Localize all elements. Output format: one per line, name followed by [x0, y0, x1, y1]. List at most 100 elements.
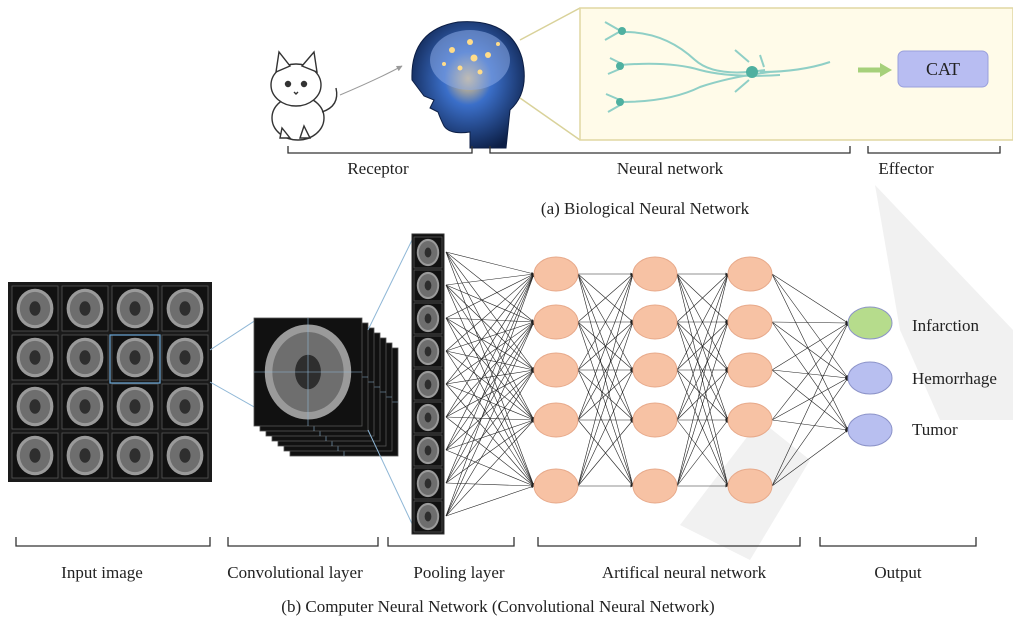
- connection: [445, 317, 535, 371]
- connection: [445, 321, 535, 385]
- connection: [771, 321, 849, 379]
- zoom-line: [519, 7, 581, 41]
- top-brackets: [287, 146, 1001, 154]
- hidden-node: [632, 468, 678, 504]
- hidden-node: [727, 468, 773, 504]
- connection: [445, 369, 535, 517]
- output-section-label: Output: [874, 563, 922, 582]
- hidden-node: [727, 256, 773, 292]
- connection: [577, 273, 634, 487]
- hidden-node: [533, 402, 579, 438]
- effector-label: Effector: [878, 159, 934, 178]
- neural-network-label: Neural network: [617, 159, 724, 178]
- connection: [445, 251, 535, 323]
- caption-a: (a) Biological Neural Network: [541, 199, 750, 218]
- cnn-section: Infarction Hemorrhage Tumor Input image …: [8, 233, 997, 616]
- pooling-layer-label: Pooling layer: [413, 563, 504, 582]
- mri-scan: [11, 285, 59, 332]
- hidden-node: [632, 402, 678, 438]
- connection: [577, 321, 634, 371]
- connection: [445, 284, 535, 371]
- mri-scan: [111, 285, 159, 332]
- connection: [445, 321, 535, 517]
- connection: [445, 273, 535, 352]
- connection: [771, 369, 849, 380]
- connection: [676, 369, 729, 487]
- connection: [771, 419, 849, 432]
- connection: [445, 284, 535, 421]
- connection: [445, 251, 535, 275]
- connection: [445, 251, 535, 371]
- pooled-map: [413, 500, 443, 533]
- neuron-cells: [616, 27, 758, 106]
- biological-section: CAT Receptor Neural network Effector (a)…: [270, 7, 1013, 218]
- connection: [676, 273, 729, 323]
- cat-box: [897, 50, 989, 88]
- connection: [445, 272, 535, 286]
- connection: [577, 321, 634, 421]
- mri-scan: [111, 432, 159, 479]
- connection: [445, 273, 535, 451]
- hidden-node: [632, 256, 678, 292]
- connection: [771, 273, 849, 431]
- connection: [676, 273, 729, 371]
- input-image-grid: [8, 282, 212, 482]
- connection: [676, 369, 729, 421]
- bottom-brackets: [15, 537, 977, 547]
- output-node-tumor: [847, 413, 893, 447]
- pooled-map: [413, 467, 443, 500]
- output-node-infarction: [847, 306, 893, 340]
- connection: [445, 321, 535, 352]
- mri-scan: [61, 285, 109, 332]
- mri-scan: [161, 383, 209, 430]
- output-label-infarction: Infarction: [912, 316, 980, 335]
- connection: [771, 321, 849, 431]
- pooled-map: [413, 368, 443, 401]
- connection: [445, 369, 535, 451]
- mri-scan: [11, 432, 59, 479]
- conv-zoom-lines: [209, 319, 257, 409]
- connection: [577, 369, 634, 487]
- network-nodes: [533, 256, 893, 504]
- connection: [771, 273, 849, 324]
- connection: [445, 273, 535, 418]
- pooled-map: [413, 434, 443, 467]
- pooled-map: [413, 236, 443, 269]
- connection: [577, 273, 634, 421]
- connection: [445, 284, 535, 323]
- mri-scan: [161, 285, 209, 332]
- connection: [676, 321, 729, 371]
- connection: [771, 273, 849, 379]
- connection: [771, 322, 849, 371]
- feature-map: [253, 317, 363, 427]
- connection: [676, 419, 729, 487]
- pool-zoom-lines: [367, 235, 415, 529]
- mri-scan: [11, 334, 59, 381]
- hidden-node: [632, 352, 678, 388]
- connection: [676, 273, 729, 421]
- connection: [577, 419, 634, 487]
- connection: [771, 369, 849, 431]
- mri-scan: [111, 334, 159, 381]
- connection: [445, 321, 535, 451]
- mri-scan: [111, 383, 159, 430]
- hidden-node: [727, 402, 773, 438]
- mri-scan: [61, 334, 109, 381]
- output-node-hemorrhage: [847, 361, 893, 395]
- pooled-map: [413, 302, 443, 335]
- connection: [771, 429, 849, 487]
- effector-arrowhead: [880, 63, 892, 77]
- connection: [676, 321, 729, 421]
- connection: [445, 369, 535, 418]
- connection: [445, 251, 535, 421]
- connection: [445, 350, 535, 371]
- receptor-label: Receptor: [347, 159, 409, 178]
- hidden-node: [533, 256, 579, 292]
- pooled-map: [413, 335, 443, 368]
- connection: [445, 485, 535, 517]
- connection: [445, 419, 535, 451]
- caption-b: (b) Computer Neural Network (Convolution…: [281, 597, 714, 616]
- connection: [445, 482, 535, 488]
- connection: [445, 368, 535, 385]
- connection: [577, 273, 634, 371]
